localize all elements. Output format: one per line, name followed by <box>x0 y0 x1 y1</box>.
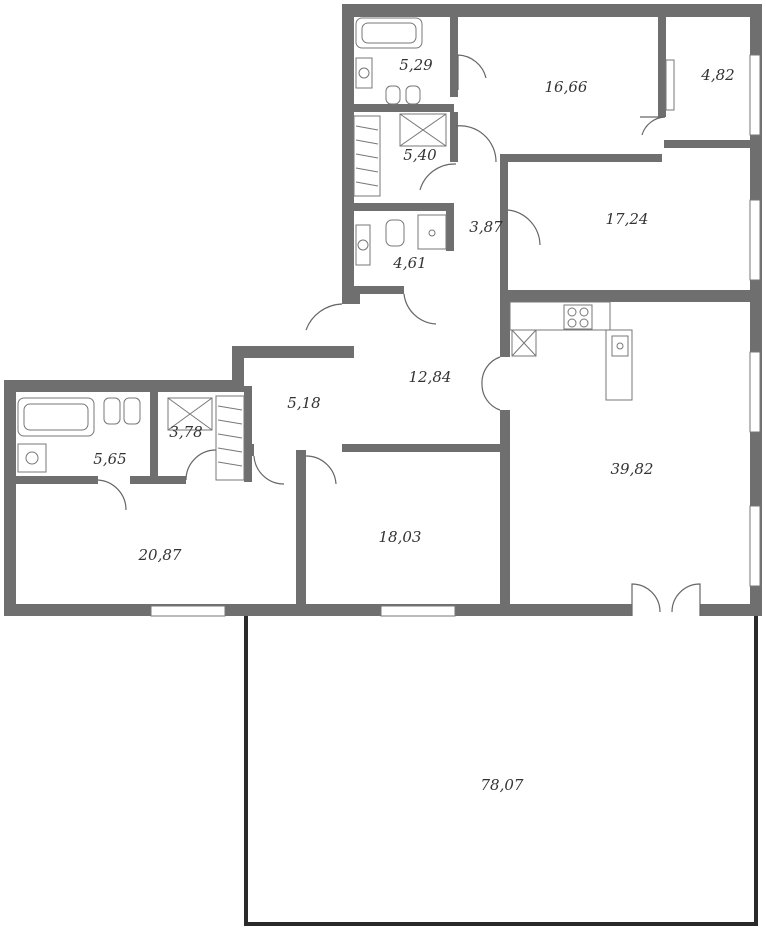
kitchen-sink <box>611 335 629 357</box>
window <box>749 351 761 433</box>
door-swing <box>457 54 487 90</box>
bathtub <box>17 397 95 437</box>
window <box>749 54 761 136</box>
window <box>749 199 761 281</box>
room-area-wc: 4,61 <box>392 254 426 272</box>
room-area-hall: 12,84 <box>409 368 452 386</box>
door-swing <box>481 356 501 411</box>
bidet <box>405 85 421 105</box>
door-swing <box>97 479 127 511</box>
bathtub <box>355 17 423 49</box>
room-area-bedroom-middle: 18,03 <box>379 528 422 546</box>
door-swing <box>455 125 497 163</box>
room-area-bedroom-left: 20,87 <box>138 546 182 564</box>
window <box>150 605 226 617</box>
toilet <box>103 397 121 425</box>
terrace <box>244 616 758 926</box>
room-labels: 5,29 16,66 4,82 5,40 3,87 17,24 4,61 12,… <box>93 56 734 794</box>
toilet <box>385 219 405 247</box>
room-area-closet: 4,82 <box>700 66 734 84</box>
room-area-laundry-left: 3,78 <box>169 423 202 441</box>
window <box>380 605 456 617</box>
sink <box>355 224 371 266</box>
shower-tray <box>417 214 447 250</box>
room-area-terrace: 78,07 <box>481 776 524 794</box>
room-area-corridor: 3,87 <box>469 218 503 236</box>
fixtures <box>17 17 633 481</box>
door-swing <box>185 449 217 481</box>
room-area-living-kitchen: 39,82 <box>611 460 654 478</box>
room-area-bedroom-right: 17,24 <box>606 210 649 228</box>
exterior-walls <box>4 4 762 616</box>
sink <box>17 443 47 473</box>
window <box>665 59 675 111</box>
room-area-laundry-top: 5,40 <box>403 146 437 164</box>
door-swing <box>253 455 285 485</box>
door-swing <box>419 163 457 191</box>
window <box>749 505 761 587</box>
door-swing <box>305 455 337 485</box>
room-area-bath-top: 5,29 <box>399 56 433 74</box>
room-area-vestibule: 5,18 <box>287 394 320 412</box>
toilet <box>385 85 401 105</box>
windows <box>150 54 761 617</box>
room-area-bath-left: 5,65 <box>93 450 126 468</box>
door-swing <box>631 583 701 616</box>
sink <box>355 57 373 89</box>
door-swing <box>305 303 343 331</box>
kitchen-counter <box>509 301 611 331</box>
interior-walls <box>16 17 750 608</box>
door-swing <box>507 209 541 246</box>
doors <box>97 54 701 616</box>
room-area-bedroom-top: 16,66 <box>545 78 588 96</box>
bidet <box>123 397 141 425</box>
door-swing <box>640 116 666 136</box>
door-swing <box>403 293 437 325</box>
